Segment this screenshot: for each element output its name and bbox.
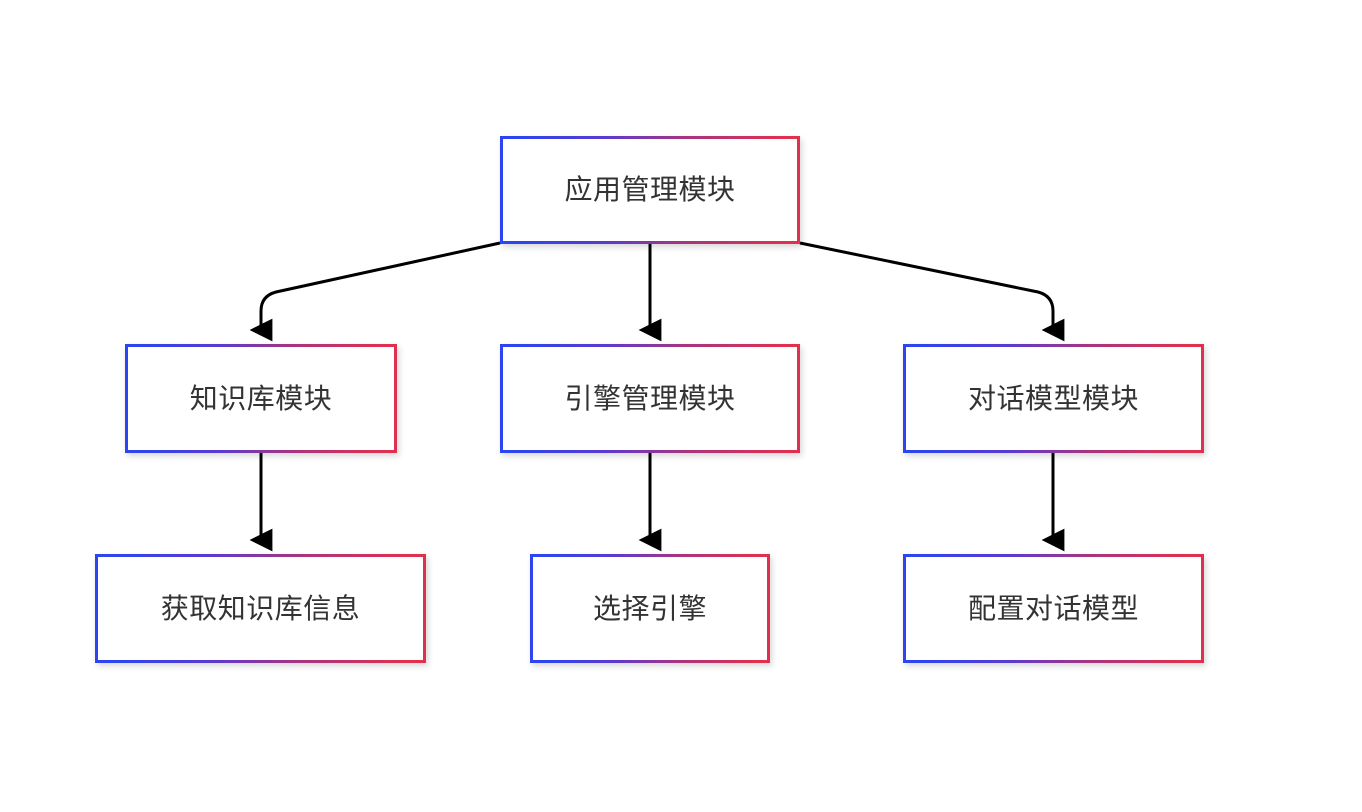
node-sel-eng-label: 选择引擎 [592,592,707,624]
node-dialog-label: 对话模型模块 [967,382,1139,414]
node-root-inner: 应用管理模块 [503,139,797,241]
node-dialog-inner: 对话模型模块 [906,347,1201,450]
node-select-engine[interactable]: 选择引擎 [530,554,770,663]
node-cfg-model-label: 配置对话模型 [967,592,1139,624]
node-kb-label: 知识库模块 [189,382,333,414]
edge-root-to-dialog [799,241,1065,342]
node-engine-label: 引擎管理模块 [564,382,736,414]
node-dialogue-model-module[interactable]: 对话模型模块 [903,344,1204,453]
node-cfg-model-inner: 配置对话模型 [906,557,1201,660]
node-sel-eng-inner: 选择引擎 [533,557,767,660]
node-kb-info-label: 获取知识库信息 [160,592,361,624]
node-engine-management-module[interactable]: 引擎管理模块 [500,344,800,453]
node-application-management-module[interactable]: 应用管理模块 [500,136,800,244]
node-kb-info-inner: 获取知识库信息 [98,557,423,660]
node-get-knowledge-base-info[interactable]: 获取知识库信息 [95,554,426,663]
edge-root-to-kb [249,241,501,342]
node-engine-inner: 引擎管理模块 [503,347,797,450]
node-kb-inner: 知识库模块 [128,347,394,450]
node-knowledge-base-module[interactable]: 知识库模块 [125,344,397,453]
node-configure-dialogue-model[interactable]: 配置对话模型 [903,554,1204,663]
node-root-label: 应用管理模块 [564,174,736,205]
